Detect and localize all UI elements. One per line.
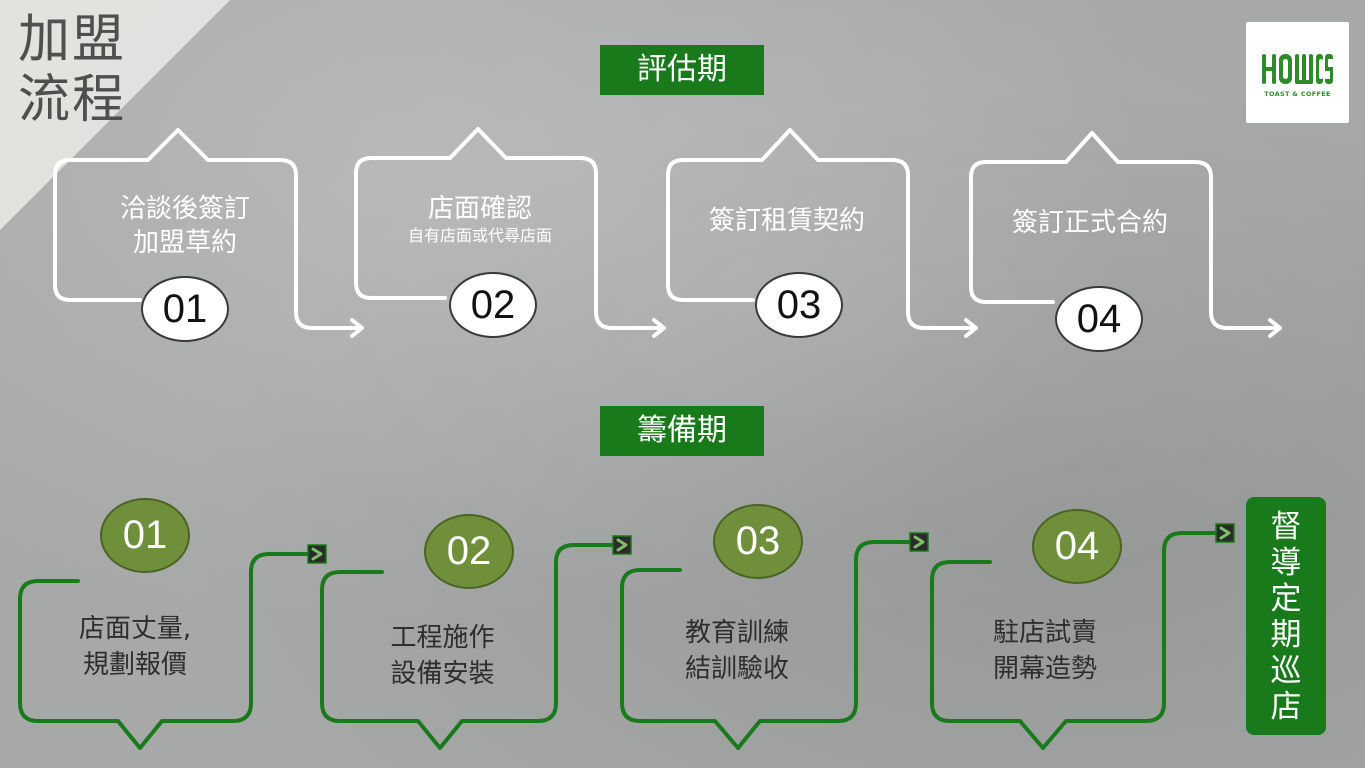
prep-step1-number: 01: [100, 498, 190, 573]
prep-step3-line1: 教育訓練: [684, 618, 789, 648]
eval-step4-arrowhead: [1268, 318, 1282, 338]
prep-step2-number: 02: [424, 514, 514, 589]
prep-step4-chevron-icon: [1219, 526, 1231, 540]
page-title-line1: 加盟: [18, 10, 127, 70]
final-char-1: 督: [1270, 509, 1302, 545]
prep-step1-text: 店面丈量, 規劃報價: [40, 611, 230, 683]
eval-step1-text: 洽談後簽訂 加盟草約: [75, 192, 295, 260]
eval-step3-text: 簽訂租賃契約: [708, 206, 865, 236]
eval-step1-line2: 加盟草約: [132, 228, 237, 258]
prep-step1-arrow-box: [307, 544, 327, 564]
evaluation-phase-label: 評估期: [600, 45, 764, 95]
prep-step4-text: 駐店試賣 開幕造勢: [945, 615, 1145, 687]
eval-step4-bubble: [969, 131, 1282, 330]
brand-tagline: TOAST & COFFEE: [1264, 90, 1331, 98]
prep-step3-line2: 結訓驗收: [684, 654, 789, 684]
eval-step2-line1: 店面確認: [427, 194, 532, 224]
final-char-4: 期: [1270, 617, 1302, 653]
eval-step4-text: 簽訂正式合約: [1011, 208, 1168, 238]
prep-step2-chevron-icon: [616, 538, 628, 552]
eval-step1-bubble: [53, 128, 364, 330]
page-title-line2: 流程: [18, 70, 127, 130]
final-char-6: 店: [1270, 689, 1302, 725]
prep-step4-number: 04: [1032, 509, 1122, 584]
eval-step2-bubble: [354, 127, 666, 330]
eval-step2-text: 店面確認 自有店面或代尋店面: [360, 192, 600, 246]
prep-step1-line2: 規劃報價: [82, 650, 187, 680]
eval-step3-arrowhead: [964, 318, 978, 338]
final-char-5: 巡: [1270, 653, 1302, 689]
eval-step1-number: 01: [141, 276, 229, 342]
prep-step3-path: [620, 540, 914, 750]
prep-step3-text: 教育訓練 結訓驗收: [637, 615, 837, 687]
eval-step3-number: 03: [755, 272, 843, 338]
prep-step2-line1: 工程施作: [390, 623, 495, 653]
prep-step4-path: [930, 531, 1220, 750]
prep-step2-line2: 設備安裝: [390, 659, 495, 689]
prep-step2-path: [320, 543, 617, 750]
prep-step3-chevron-icon: [913, 535, 925, 549]
eval-step2-line2: 自有店面或代尋店面: [407, 226, 552, 245]
final-char-2: 導: [1270, 545, 1302, 581]
preparation-phase-label: 籌備期: [600, 406, 764, 456]
prep-step4-arrow-box: [1215, 523, 1235, 543]
prep-step2-arrow-box: [612, 535, 632, 555]
final-char-3: 定: [1270, 581, 1302, 617]
prep-step1-line1: 店面丈量,: [78, 614, 192, 644]
prep-step3-arrow-box: [909, 532, 929, 552]
prep-step1-path: [18, 552, 312, 750]
eval-step2-arrowhead: [652, 318, 666, 338]
eval-step1-line1: 洽談後簽訂: [119, 194, 250, 224]
prep-step4-line2: 開幕造勢: [992, 654, 1097, 684]
eval-step2-number: 02: [449, 272, 537, 338]
corner-decoration: [0, 0, 230, 230]
final-step-box: 督 導 定 期 巡 店: [1246, 497, 1326, 735]
eval-step4-number: 04: [1055, 286, 1143, 352]
page-title: 加盟 流程: [18, 10, 126, 130]
prep-step2-text: 工程施作 設備安裝: [345, 620, 540, 692]
eval-step3-bubble: [666, 128, 978, 330]
prep-step3-number: 03: [713, 504, 803, 579]
eval-step1-arrowhead: [350, 318, 364, 338]
brand-logo: TOAST & COFFEE: [1246, 22, 1349, 123]
prep-step1-chevron-icon: [311, 547, 323, 561]
prep-step4-line1: 駐店試賣: [992, 618, 1097, 648]
brand-wordmark-icon: [1262, 54, 1333, 84]
